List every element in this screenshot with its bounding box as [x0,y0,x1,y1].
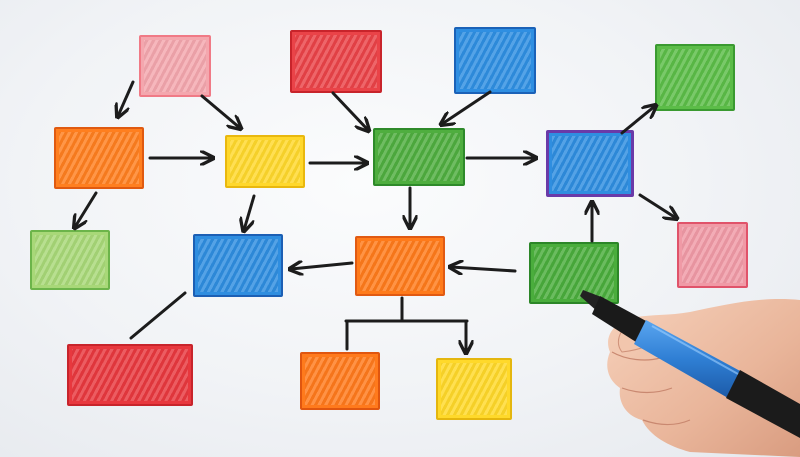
box-yellow-bottom [436,358,512,420]
box-pink-right [677,222,748,288]
box-orange-left [54,127,144,189]
box-blue-purple [546,130,634,197]
box-orange-center [355,236,445,296]
box-orange-bottom [300,352,380,410]
box-green-center [373,128,465,186]
arrow-blue-to-pink-right [638,193,676,218]
box-green-top-right [655,44,735,111]
arrow-pink-to-yellow [200,94,240,128]
arrow-pink-to-orange [118,80,135,116]
arrow-blue-to-green-topright [620,106,655,135]
box-green-right [529,242,619,304]
arrow-orange-to-bluemid [291,263,354,269]
arrow-blue-to-green [442,90,492,124]
box-blue-top [454,27,536,94]
box-light-green-left [30,230,110,290]
arrow-greenright-to-orange [451,267,517,271]
box-red-top [290,30,382,93]
line-bluemid-to-red [129,291,187,340]
box-pink-top [139,35,211,97]
box-blue-mid [193,234,283,297]
marker-pen [580,290,800,438]
arrow-yellow-to-bluemid [244,194,256,230]
arrow-orange-to-lightgreen [75,191,98,227]
box-yellow-mid [225,135,305,188]
arrow-red-to-green [331,91,368,130]
box-red-bottom [67,344,193,406]
